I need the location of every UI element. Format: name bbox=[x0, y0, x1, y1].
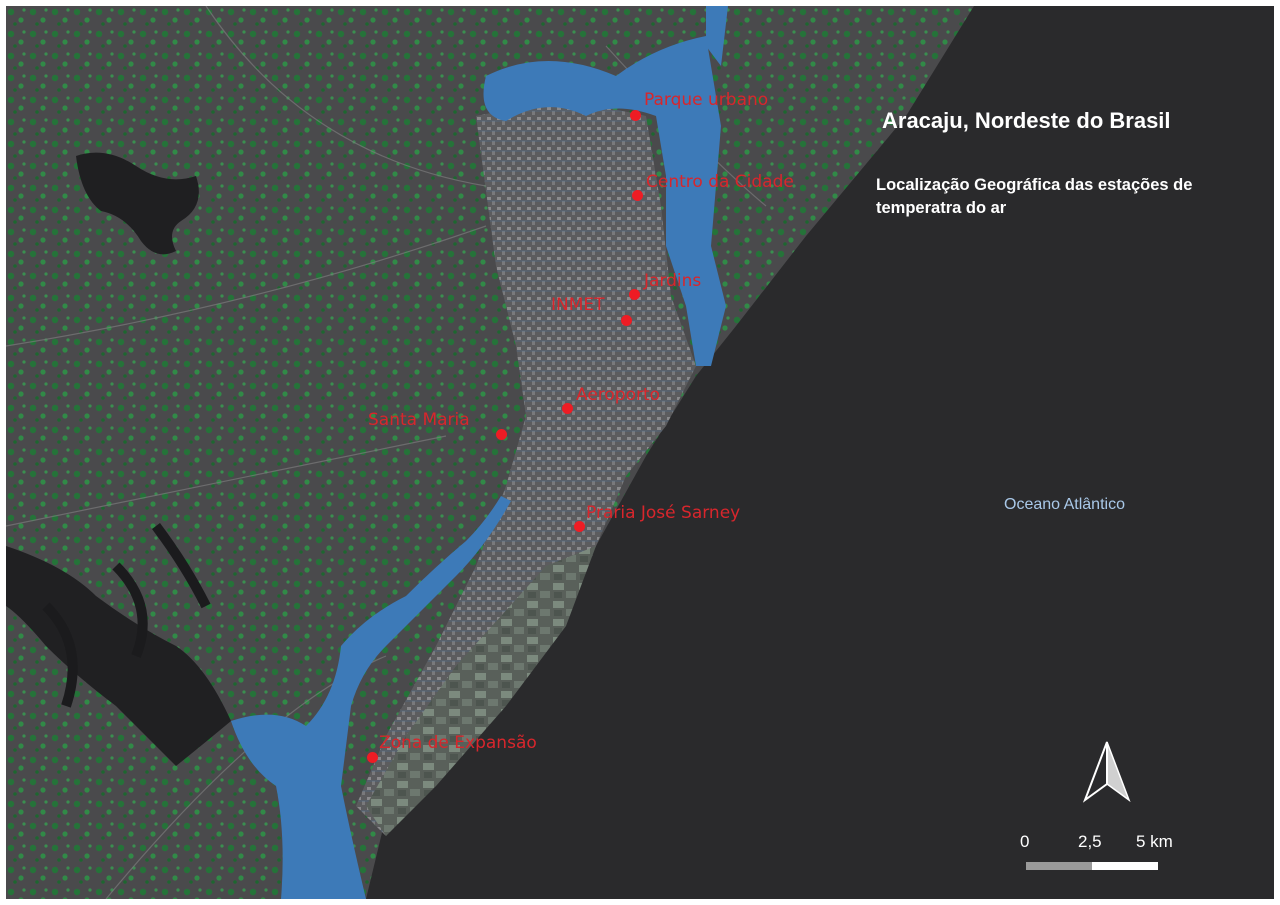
scale-bar-segment-second bbox=[1092, 862, 1158, 870]
station-marker-zona-de-expansao[interactable] bbox=[366, 751, 378, 763]
river-sergipe bbox=[483, 36, 726, 366]
map-title: Aracaju, Nordeste do Brasil bbox=[882, 108, 1171, 133]
scale-label-mid: 2,5 bbox=[1078, 832, 1102, 851]
station-label-inmet: INMET bbox=[551, 295, 605, 315]
scale-bar-segment-first bbox=[1026, 862, 1092, 870]
map-subtitle: Localização Geográfica das estações de t… bbox=[876, 176, 1193, 217]
station-marker-santa-maria[interactable] bbox=[495, 428, 507, 440]
station-marker-aeroporto[interactable] bbox=[561, 402, 573, 414]
ocean-label: Oceano Atlântico bbox=[1004, 496, 1125, 513]
farmland bbox=[366, 546, 596, 836]
roads bbox=[6, 6, 767, 899]
scale-label-0: 0 bbox=[1020, 832, 1030, 851]
station-marker-parque-urbano[interactable] bbox=[629, 109, 641, 121]
mangrove-channels bbox=[6, 546, 231, 766]
urban-area bbox=[356, 106, 696, 836]
station-marker-jardins[interactable] bbox=[628, 288, 640, 300]
station-label-santa-maria: Santa Maria bbox=[368, 410, 470, 430]
station-label-zona-de-expansao: Zona de Expansão bbox=[379, 733, 537, 753]
station-marker-centro-da-cidade[interactable] bbox=[631, 189, 643, 201]
north-arrow-icon bbox=[1082, 741, 1131, 803]
station-label-aeroporto: Aeroporto bbox=[576, 385, 661, 405]
river-branch bbox=[706, 6, 728, 66]
map-canvas bbox=[6, 6, 974, 899]
station-label-praria-jose-sarney: Praria José Sarney bbox=[586, 503, 741, 523]
station-label-parque-urbano: Parque urbano bbox=[644, 90, 769, 110]
land-area bbox=[6, 6, 974, 899]
river-vaza-barris bbox=[231, 496, 511, 899]
lagoon bbox=[76, 152, 199, 255]
map-frame: Aracaju, Nordeste do Brasil Localização … bbox=[6, 6, 1274, 899]
scale-label-end: 5 km bbox=[1136, 832, 1173, 851]
station-label-centro-da-cidade: Centro da Cidade bbox=[646, 172, 794, 192]
station-marker-inmet[interactable] bbox=[620, 314, 632, 326]
station-label-jardins: Jardins bbox=[644, 271, 702, 291]
scale-bar bbox=[1026, 862, 1158, 870]
station-marker-praria-jose-sarney[interactable] bbox=[573, 520, 585, 532]
